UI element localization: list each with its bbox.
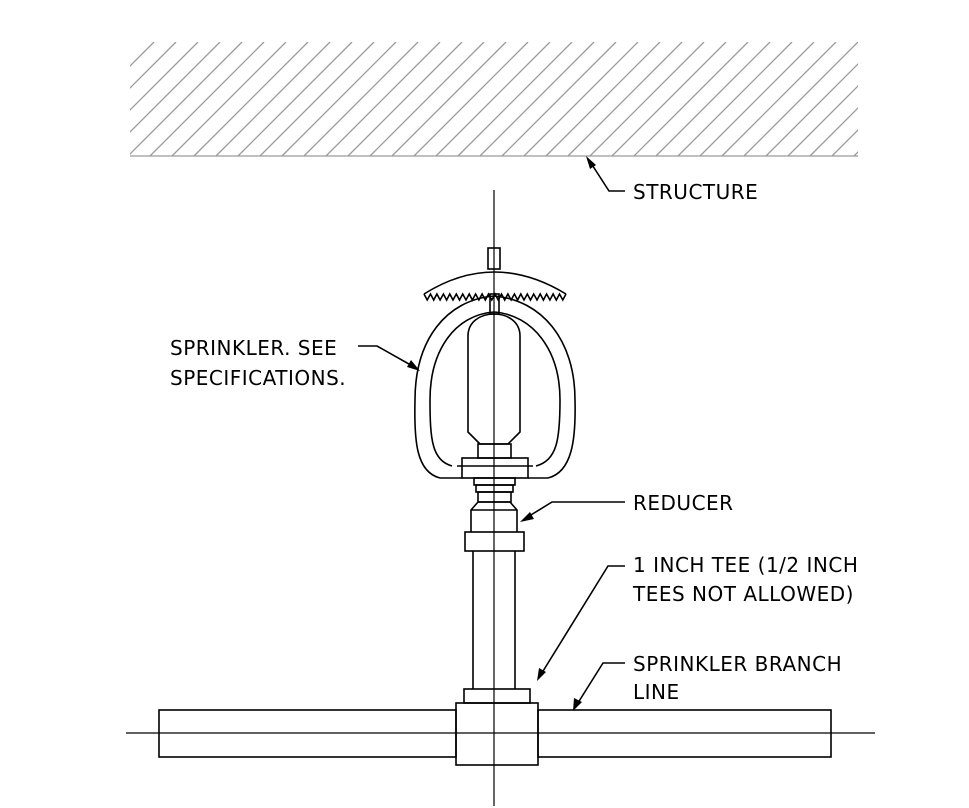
structure-hatch: [130, 42, 969, 157]
hatch-line: [325, 42, 441, 156]
hatch-line: [193, 42, 309, 156]
sprinkler-frame: [414, 295, 576, 479]
hatch-line: [677, 42, 793, 156]
riser-pipe: [472, 551, 516, 689]
leader-tee: [537, 565, 625, 681]
leader-reducer: [520, 501, 625, 522]
hatch-line: [369, 42, 485, 156]
hatch-line: [130, 42, 155, 67]
hatch-line: [435, 42, 551, 156]
hatch-line: [303, 42, 419, 156]
hatch-line: [457, 42, 573, 156]
leader-branch: [573, 662, 625, 711]
hatch-line: [831, 129, 858, 156]
hatch-line: [765, 63, 858, 156]
hatch-line: [130, 42, 221, 133]
tee-fitting: [455, 688, 539, 766]
hatch-line: [501, 42, 617, 156]
hatch-line: [347, 42, 463, 156]
hatch-line: [898, 42, 969, 156]
hatch-line: [479, 42, 595, 156]
label-reducer: REDUCER: [633, 491, 734, 515]
hatch-line: [721, 42, 837, 156]
hatch-line: [920, 42, 969, 156]
hatch-line: [655, 42, 771, 156]
hatch-line: [171, 42, 287, 156]
hatch-line: [413, 42, 529, 156]
hatch-line: [215, 42, 331, 156]
label-tee-line1: 1 INCH TEE (1/2 INCH: [633, 553, 858, 577]
hatch-line: [281, 42, 397, 156]
hatch-line: [130, 42, 243, 155]
leader-sprinkler: [358, 345, 420, 371]
hatch-line: [743, 42, 858, 156]
hatch-line: [611, 42, 727, 156]
hatch-line: [149, 42, 265, 156]
hatch-line: [699, 42, 815, 156]
hatch-line: [942, 42, 969, 156]
hatch-line: [545, 42, 661, 156]
label-tee-line2: TEES NOT ALLOWED): [632, 582, 854, 606]
hatch-line: [567, 42, 683, 156]
hatch-line: [787, 85, 858, 156]
hatch-line: [237, 42, 353, 156]
hatch-line: [589, 42, 705, 156]
hatch-line: [853, 151, 858, 156]
hatch-line: [876, 42, 969, 156]
hatch-line: [391, 42, 507, 156]
label-branch-line2: LINE: [633, 680, 680, 704]
hatch-line: [633, 42, 749, 156]
hatch-line: [130, 42, 177, 89]
label-branch-line1: SPRINKLER BRANCH: [633, 652, 842, 676]
hatch-line: [130, 42, 199, 111]
hatch-line: [523, 42, 639, 156]
label-sprinkler-line1: SPRINKLER. SEE: [170, 336, 337, 360]
deflector-pin: [487, 247, 501, 315]
hatch-line: [809, 107, 858, 156]
hatch-line: [259, 42, 375, 156]
leader-structure: [586, 156, 625, 192]
label-sprinkler-line2: SPECIFICATIONS.: [170, 366, 346, 390]
sprinkler-base: [457, 457, 533, 503]
label-structure: STRUCTURE: [633, 180, 758, 204]
